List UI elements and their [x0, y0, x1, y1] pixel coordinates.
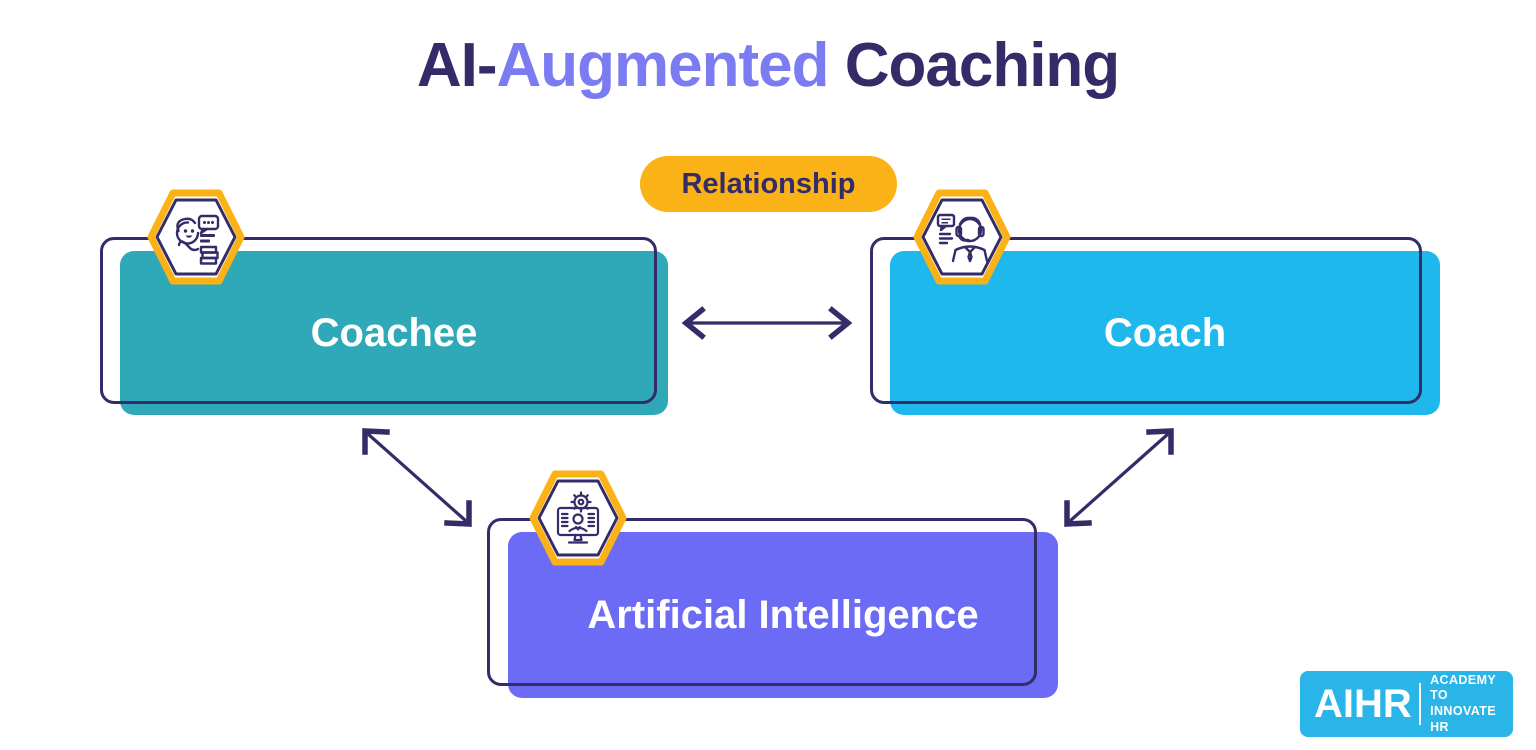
coachee-hexagon-badge [146, 189, 246, 285]
artificial-intelligence-label: Artificial Intelligence [587, 592, 979, 637]
coach-node: Coach [890, 251, 1440, 415]
person-with-chat-and-books-icon [175, 214, 220, 265]
coachee-ai-arrow [362, 428, 472, 527]
aihr-logo-tagline: ACADEMY TO INNOVATE HR [1430, 672, 1497, 734]
coachee-label: Coachee [310, 310, 478, 355]
relationship-badge: Relationship [640, 156, 897, 212]
aihr-logo-wordmark: AIHR [1314, 682, 1412, 726]
person-with-headset-icon [936, 213, 989, 263]
ai-coach-arrow [1064, 428, 1174, 527]
logo-divider [1418, 683, 1422, 725]
relationship-badge-label: Relationship [681, 167, 856, 200]
title-part-ai: AI- [416, 31, 498, 100]
ai-hexagon-badge [528, 470, 628, 566]
coachee-coach-arrow [681, 306, 853, 340]
coach-label: Coach [1103, 310, 1227, 355]
coach-hexagon-badge [912, 189, 1012, 285]
aihr-logo: AIHR ACADEMY TO INNOVATE HR [1300, 671, 1513, 737]
title-part-coaching: Coaching [828, 31, 1120, 100]
page-title: AI-Augmented Coaching [0, 30, 1536, 101]
monitor-person-gear-icon [556, 491, 600, 544]
title-part-augmented: Augmented [496, 31, 829, 100]
